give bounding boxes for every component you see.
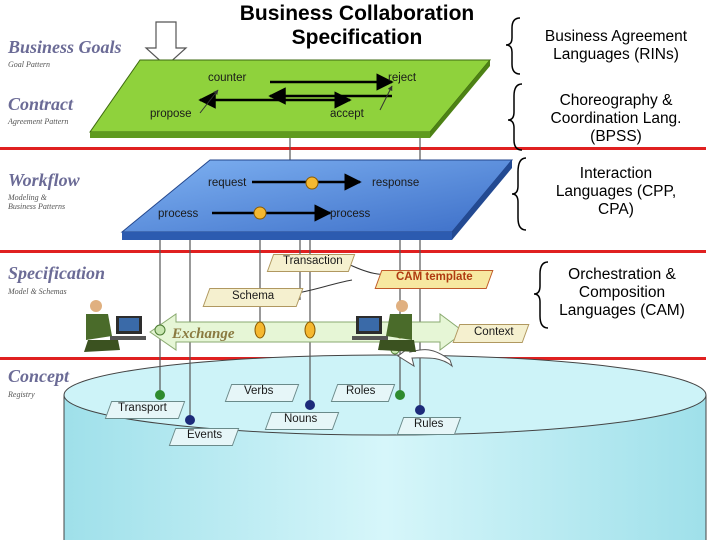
language-braces xyxy=(505,17,549,329)
concept-dots xyxy=(155,390,425,425)
context-arrow xyxy=(397,343,454,368)
layer-business-goals: Business Goals xyxy=(8,37,122,57)
layer-specification-sub: Model & Schemas xyxy=(8,287,67,296)
lang-interaction: Interaction Languages (CPP, CPA) xyxy=(555,165,677,218)
label-events: Events xyxy=(187,429,223,441)
layer-workflow: Workflow xyxy=(8,170,80,190)
label-process-left: process xyxy=(158,208,199,220)
goal-down-arrow xyxy=(144,21,188,67)
label-counter: counter xyxy=(208,72,247,84)
lang-orchestration: Orchestration & Composition Languages (C… xyxy=(559,266,685,319)
workflow-plane xyxy=(120,159,514,240)
label-nouns: Nouns xyxy=(284,413,318,425)
lang-business-agreement: Business Agreement Languages (RINs) xyxy=(544,28,688,63)
label-exchange: Exchange xyxy=(172,326,235,342)
lang-choreography: Choreography & Coordination Lang. (BPSS) xyxy=(550,92,682,145)
layer-concept-sub: Registry xyxy=(8,390,35,399)
label-response: response xyxy=(372,177,420,189)
label-rules: Rules xyxy=(414,418,444,430)
separator-workflow-specification xyxy=(0,250,706,253)
label-process-right: process xyxy=(330,208,371,220)
workflow-knobs xyxy=(253,176,319,220)
layer-specification: Specification xyxy=(8,263,105,283)
person-right xyxy=(352,300,416,352)
layer-business-goals-sub: Goal Pattern xyxy=(8,60,50,69)
person-left xyxy=(84,300,146,352)
layer-contract-sub: Agreement Pattern xyxy=(8,117,69,126)
label-request: request xyxy=(208,177,247,189)
diagram-title: Business Collaboration Specification xyxy=(239,2,475,49)
label-verbs: Verbs xyxy=(244,385,274,397)
label-cam-template: CAM template xyxy=(396,271,473,283)
layer-concept: Concept xyxy=(8,366,69,386)
label-transaction: Transaction xyxy=(283,255,343,267)
separator-contract-workflow xyxy=(0,147,706,150)
label-accept: accept xyxy=(330,108,364,120)
label-transport: Transport xyxy=(118,402,167,414)
label-reject: reject xyxy=(388,72,417,84)
label-propose: propose xyxy=(150,108,192,120)
label-context: Context xyxy=(474,326,514,338)
contract-arrows xyxy=(198,73,394,109)
layer-workflow-sub: Modeling & Business Patterns xyxy=(8,193,66,211)
label-schema: Schema xyxy=(232,290,275,302)
layer-contract: Contract xyxy=(8,94,74,114)
label-roles: Roles xyxy=(346,385,376,397)
